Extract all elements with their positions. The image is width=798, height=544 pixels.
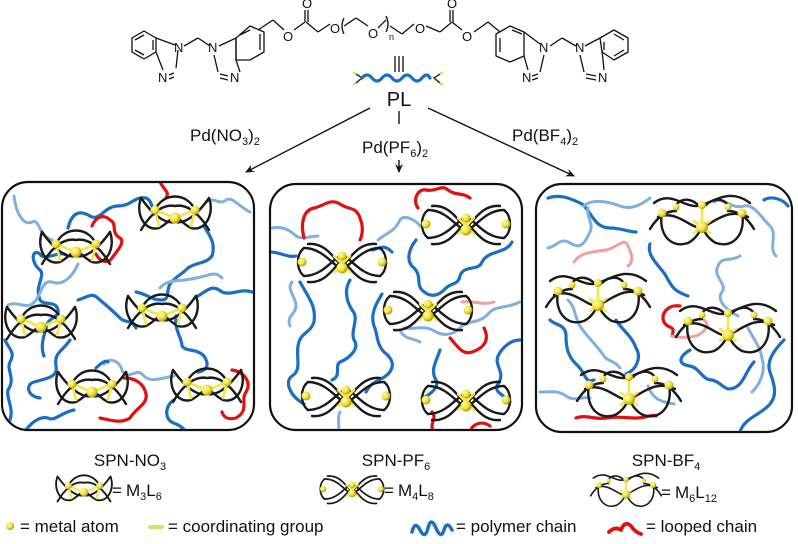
cage-formula-m6l12: =M6L12 bbox=[661, 483, 717, 505]
reagent-label: Pd(NO3)2 bbox=[190, 126, 260, 148]
atom-n: N bbox=[158, 70, 167, 85]
atom-n: N bbox=[575, 40, 584, 55]
legend-item-coordinating-group: = coordinating group bbox=[148, 517, 323, 536]
reagent-label: Pd(PF6)2 bbox=[362, 138, 428, 160]
atom-o: O bbox=[415, 21, 425, 36]
atom-o: O bbox=[462, 29, 472, 44]
cage-formula-m4l8: =M4L8 bbox=[384, 481, 434, 503]
panel-frame bbox=[268, 182, 524, 432]
legend-label: = coordinating group bbox=[168, 517, 323, 536]
cage-key-m6l12: =M6L12 bbox=[589, 472, 717, 508]
left-benzimidazole-inner: N N bbox=[208, 25, 265, 85]
legend: = metal atom = coordinating group = poly… bbox=[6, 517, 757, 537]
atom-n: N bbox=[539, 40, 548, 55]
atom-n: N bbox=[598, 70, 607, 85]
reaction-arrows bbox=[245, 107, 575, 177]
panel-label-spn-bf4: SPN-BF4 bbox=[632, 451, 700, 473]
cage-key-m3l6: =M3L6 bbox=[55, 474, 162, 503]
looped-chain-icon bbox=[607, 521, 643, 536]
right-benzimidazole-inner: N N bbox=[495, 25, 548, 85]
arrow-right bbox=[427, 107, 575, 177]
legend-item-looped-chain: = looped chain bbox=[607, 517, 757, 536]
panel-spn-no3 bbox=[0, 180, 256, 432]
atom-n: N bbox=[174, 40, 183, 55]
atom-o: O bbox=[447, 0, 457, 11]
panel-frame bbox=[0, 180, 256, 432]
panel-label-spn-pf6: SPN-PF6 bbox=[362, 451, 430, 473]
polymer-chain-icon bbox=[410, 520, 454, 537]
left-benzimidazole-outer: N N bbox=[131, 30, 183, 85]
cage-key-m4l8: =M4L8 bbox=[319, 475, 434, 505]
atom-o: O bbox=[330, 21, 340, 36]
cage-m6l12-icon bbox=[589, 472, 663, 508]
arrow-left bbox=[245, 107, 371, 173]
cage-formula-m3l6: =M3L6 bbox=[112, 481, 162, 503]
reagent-label: Pd(BF4)2 bbox=[512, 126, 578, 148]
panel-spn-pf6 bbox=[268, 182, 524, 432]
legend-label: = metal atom bbox=[20, 517, 119, 536]
ligand-structure: N N N N O O O O bbox=[131, 0, 629, 85]
legend-item-metal-atom: = metal atom bbox=[6, 517, 119, 536]
metal-atom-icon bbox=[6, 522, 14, 530]
legend-item-polymer-chain: = polymer chain bbox=[410, 517, 576, 537]
panel-spn-bf4 bbox=[534, 182, 794, 434]
legend-label: = looped chain bbox=[646, 517, 757, 536]
atom-n: N bbox=[230, 70, 239, 85]
atom-o: O bbox=[368, 26, 378, 41]
polymer-ligand-glyph-icon bbox=[352, 71, 444, 86]
repeat-subscript: n bbox=[389, 32, 394, 42]
atom-n: N bbox=[522, 70, 531, 85]
right-benzimidazole-outer: N N bbox=[575, 29, 629, 85]
panel-label-spn-no3: SPN-NO3 bbox=[94, 451, 166, 473]
equivalence-symbol bbox=[394, 56, 404, 72]
legend-label: = polymer chain bbox=[456, 517, 576, 536]
ligand-label: PL bbox=[387, 89, 411, 111]
cage-m4l8-icon bbox=[319, 475, 385, 505]
cage-m3l6-icon bbox=[55, 474, 113, 503]
atom-o: O bbox=[302, 0, 312, 11]
atom-o: O bbox=[283, 29, 293, 44]
atom-n: N bbox=[208, 40, 217, 55]
